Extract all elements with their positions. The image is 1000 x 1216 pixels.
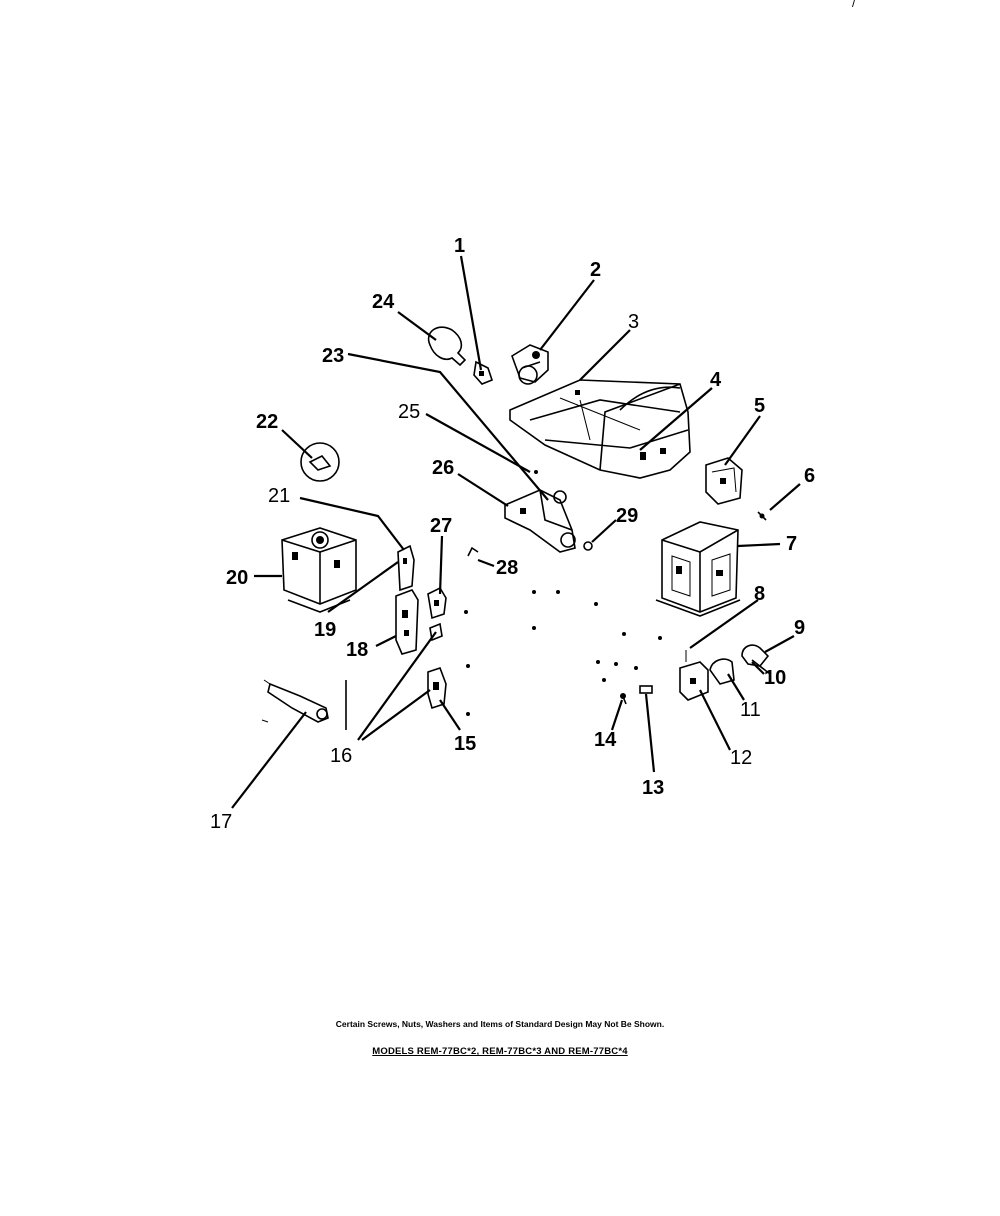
callout-16: 16	[330, 745, 352, 767]
callout-28: 28	[496, 557, 518, 579]
part-15-switch	[427, 666, 447, 710]
part-29-screw	[583, 541, 593, 551]
callout-27: 27	[430, 515, 452, 537]
callout-12: 12	[730, 747, 752, 769]
callout-labels: 1 2 3 4 5 6 7 8 9 10 11 12 13 14 15 16 1…	[210, 235, 815, 833]
callout-1: 1	[454, 235, 465, 257]
part-2-fan-motor	[511, 344, 549, 385]
footer-note: Certain Screws, Nuts, Washers and Items …	[335, 1019, 665, 1029]
callout-13: 13	[642, 777, 664, 799]
callout-2: 2	[590, 259, 601, 281]
part-16-switch	[429, 622, 443, 642]
callout-5: 5	[754, 395, 765, 417]
part-13-clip	[639, 685, 653, 694]
part-22-cover	[300, 442, 340, 482]
callout-24: 24	[372, 291, 395, 313]
part-26-motor-assembly	[504, 489, 576, 553]
callout-19: 19	[314, 619, 336, 641]
callout-22: 22	[256, 411, 278, 433]
callout-8: 8	[754, 583, 765, 605]
callout-23: 23	[322, 345, 344, 367]
part-27-switch	[427, 586, 447, 620]
callout-26: 26	[432, 457, 454, 479]
callout-15: 15	[454, 733, 476, 755]
callout-10: 10	[764, 667, 786, 689]
callout-11: 11	[740, 699, 761, 721]
part-9-thermostat	[741, 644, 771, 675]
callout-17: 17	[210, 811, 232, 833]
callout-18: 18	[346, 639, 368, 661]
part-11-bracket	[709, 658, 735, 685]
callout-3: 3	[628, 311, 639, 333]
callout-6: 6	[804, 465, 815, 487]
callout-29: 29	[616, 505, 638, 527]
footer-models: MODELS REM-77BC*2, REM-77BC*3 AND REM-77…	[372, 1046, 628, 1057]
part-19-bracket	[397, 544, 415, 592]
callout-21: 21	[268, 485, 290, 507]
part-20-magnetron	[281, 527, 357, 613]
callout-14: 14	[594, 729, 617, 751]
part-24-lamp-bulb	[427, 326, 467, 367]
mounting-screws	[464, 470, 662, 716]
corner-mark: /	[852, 0, 856, 10]
part-1-lamp-socket	[473, 360, 493, 385]
part-5-relay	[705, 457, 743, 505]
part-6-screw	[757, 511, 767, 521]
part-12-plate	[679, 650, 709, 701]
callout-7: 7	[786, 533, 797, 555]
leader-lines	[231, 255, 801, 809]
part-18-switch	[395, 589, 419, 655]
callout-4: 4	[710, 369, 722, 391]
part-7-housing	[655, 521, 741, 617]
part-28-clip	[467, 546, 479, 557]
callout-20: 20	[226, 567, 248, 589]
part-17-fuse-holder	[261, 679, 347, 730]
part-14-screw	[620, 693, 627, 705]
callout-9: 9	[794, 617, 805, 639]
part-3-chassis	[509, 379, 691, 479]
callout-25: 25	[398, 401, 420, 423]
